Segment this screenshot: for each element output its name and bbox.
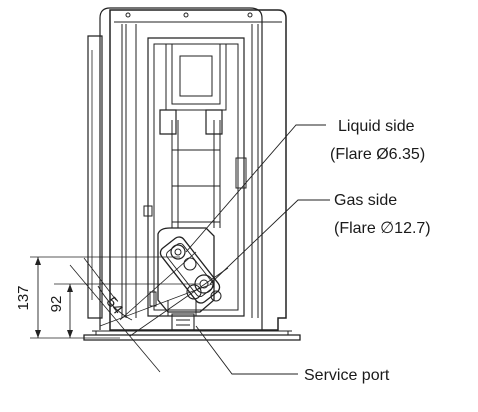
dimension-137-label: 137 (15, 285, 32, 310)
liquid-side-label: Liquid side (338, 118, 415, 135)
dimension-92: 92 (48, 284, 73, 338)
dimension-angle: 54 (97, 285, 133, 321)
liquid-flare-label: (Flare Ø6.35) (330, 146, 425, 163)
service-port-label: Service port (304, 367, 390, 384)
base-plate (83, 330, 301, 341)
valve-assembly (149, 227, 222, 331)
left-side-panel (87, 7, 263, 330)
service-panel (143, 37, 247, 317)
cabinet-body (109, 9, 287, 331)
callout-leaders (185, 124, 330, 375)
gas-flare-label: (Flare ∅12.7) (334, 220, 431, 237)
dimension-92-label: 92 (48, 296, 65, 313)
dimension-137: 137 (15, 257, 41, 338)
projection-lines (30, 251, 229, 373)
gas-side-label: Gas side (334, 192, 397, 209)
dimension-angle-label: 54 (103, 294, 127, 318)
